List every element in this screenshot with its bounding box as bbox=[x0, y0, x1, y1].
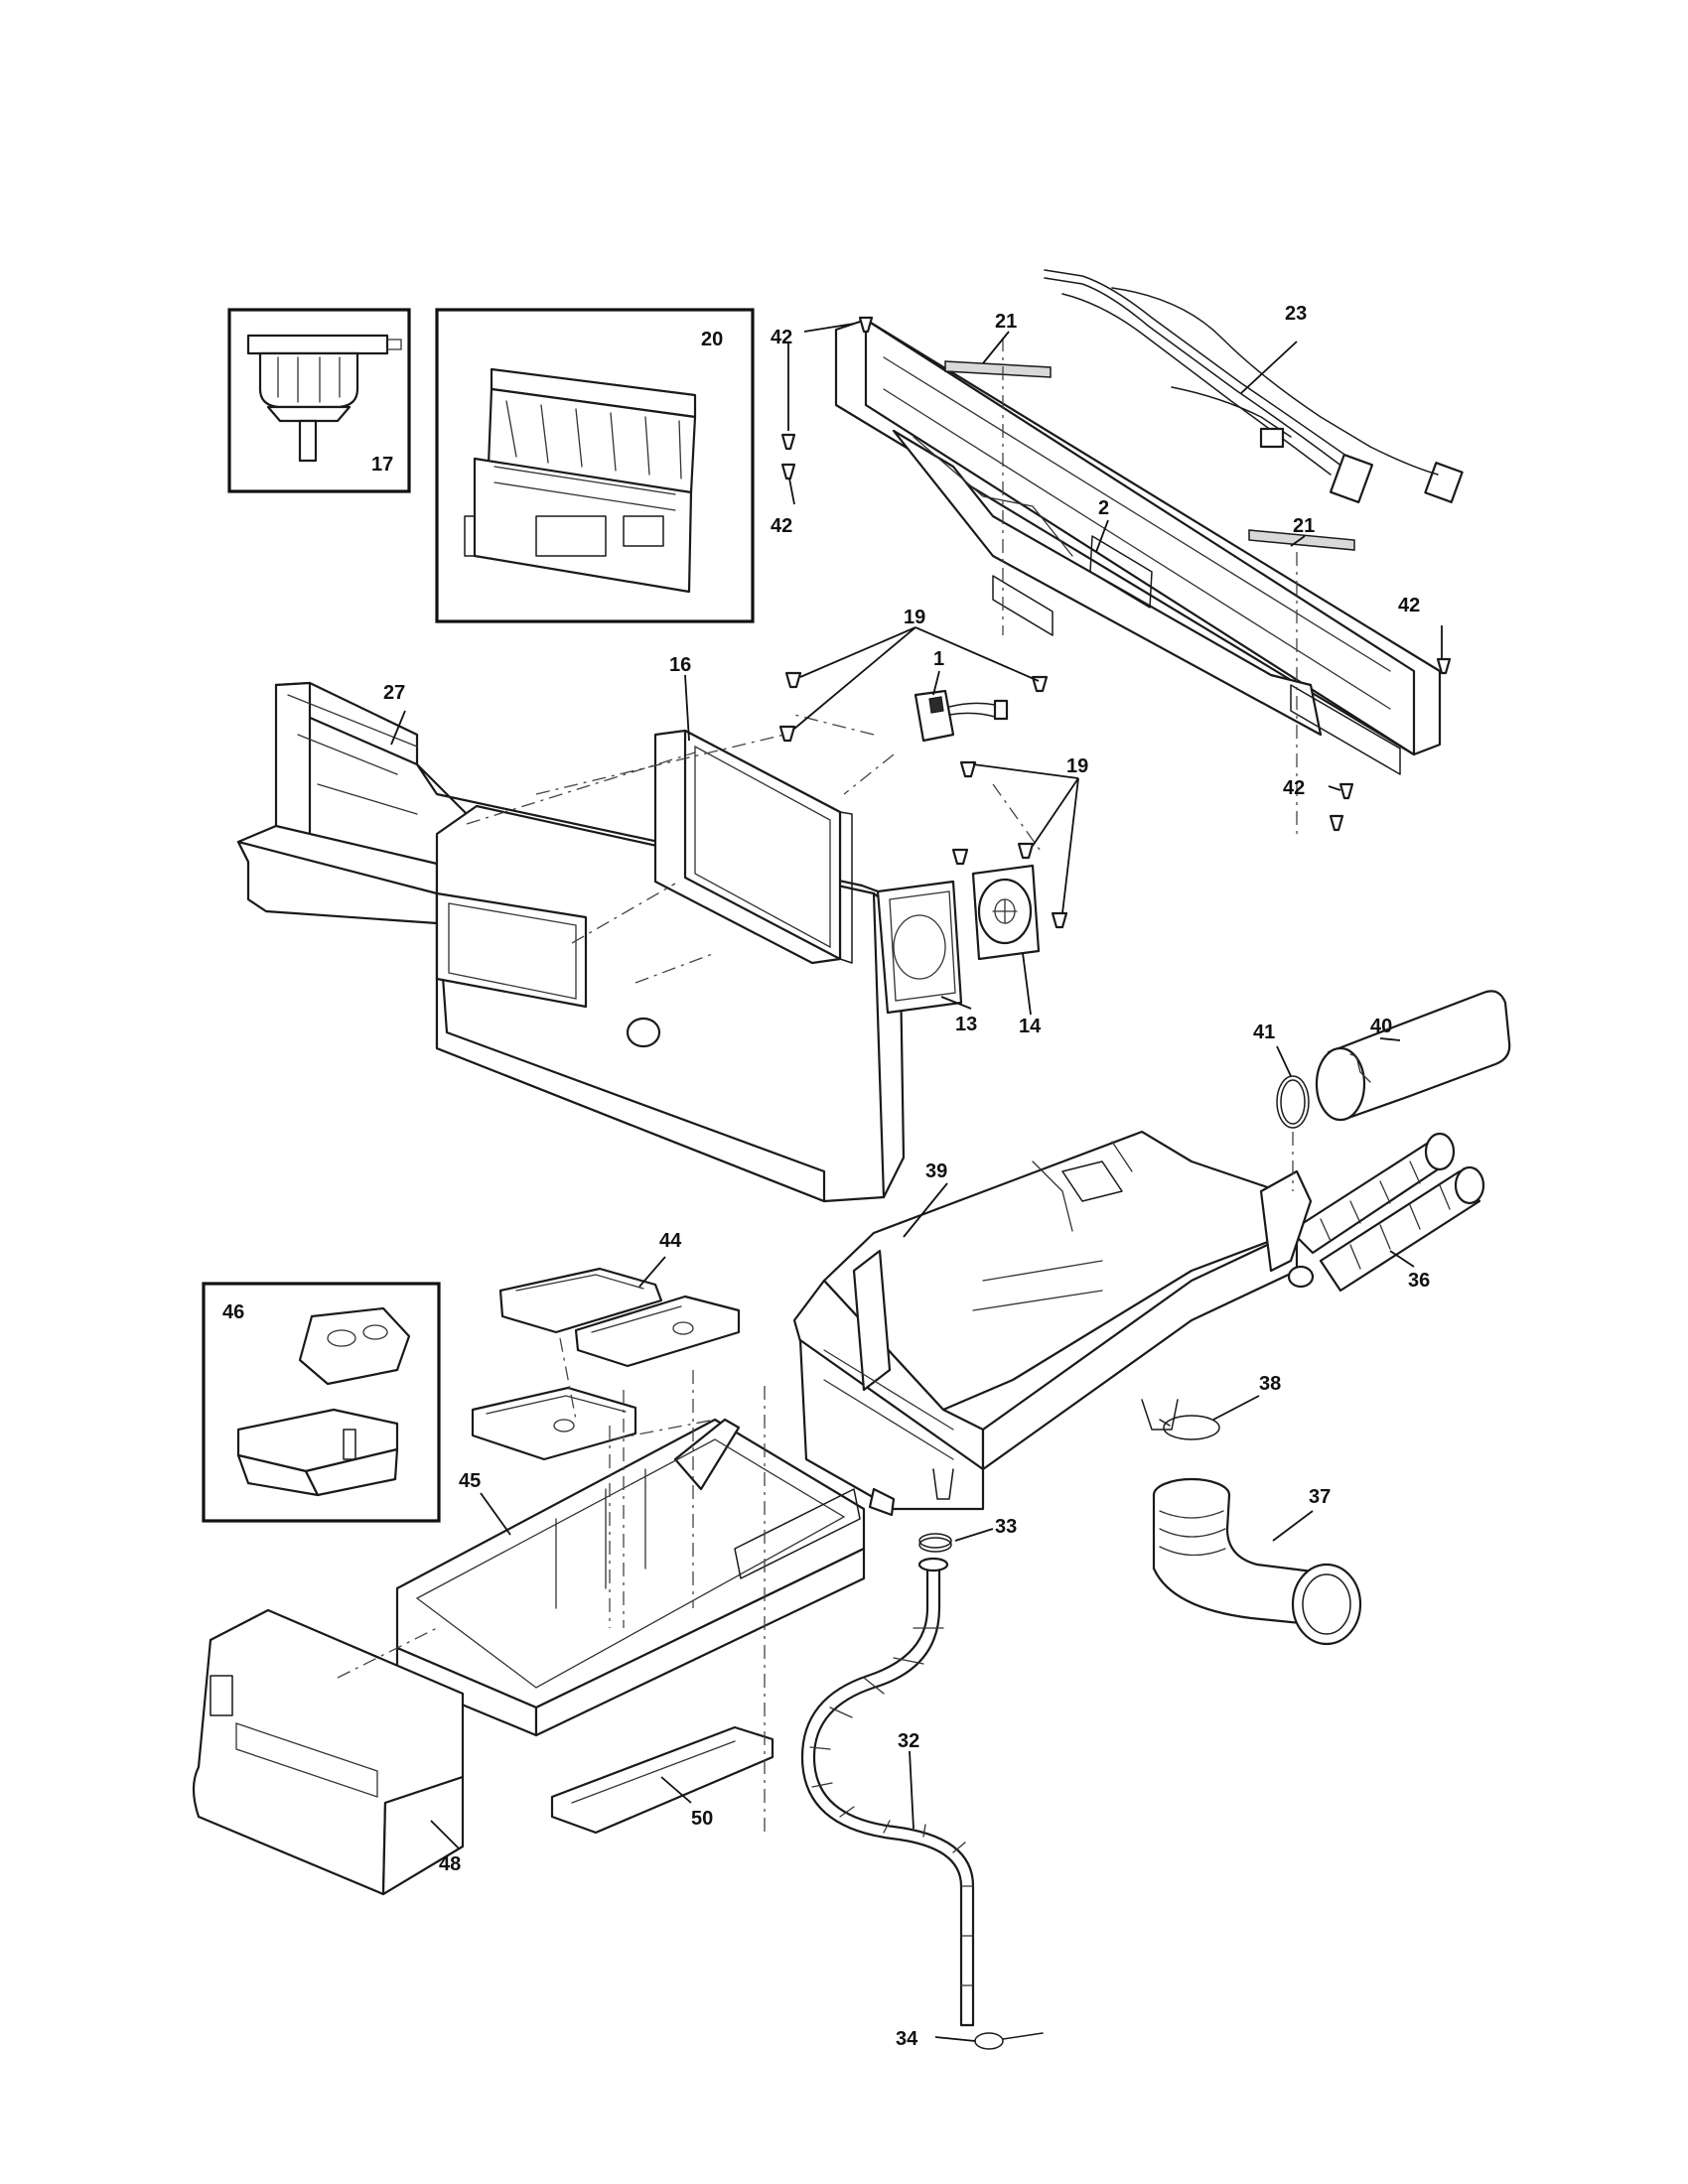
callout-42-right: 42 bbox=[1398, 595, 1420, 616]
callout-48: 48 bbox=[439, 1853, 461, 1875]
drawer-handle-part bbox=[192, 1608, 465, 1896]
switch-part bbox=[914, 689, 1009, 743]
callout-labels: 1 2 13 14 16 17 19 19 20 21 21 23 27 32 … bbox=[222, 303, 1430, 2050]
display-module-part bbox=[653, 729, 853, 965]
pressure-switch-part bbox=[246, 334, 402, 463]
leader-lines bbox=[390, 323, 1443, 2042]
callout-50: 50 bbox=[691, 1808, 713, 1830]
callout-42-top: 42 bbox=[771, 327, 792, 348]
bleach-cup-part bbox=[236, 1306, 411, 1497]
callout-41: 41 bbox=[1253, 1022, 1275, 1043]
callout-40: 40 bbox=[1370, 1016, 1392, 1037]
callout-39: 39 bbox=[925, 1160, 947, 1182]
callout-17: 17 bbox=[371, 454, 393, 476]
callout-16: 16 bbox=[669, 654, 691, 676]
callout-37: 37 bbox=[1309, 1486, 1331, 1508]
callout-36: 36 bbox=[1408, 1270, 1430, 1292]
dispenser-insert-part bbox=[471, 1267, 741, 1461]
electronic-control-board-part bbox=[464, 367, 697, 594]
hose-clamp-part bbox=[1159, 1415, 1220, 1440]
callout-23: 23 bbox=[1285, 303, 1307, 325]
wire-harness-part bbox=[1044, 269, 1464, 504]
callout-38: 38 bbox=[1259, 1373, 1281, 1395]
callout-42-left: 42 bbox=[771, 515, 792, 537]
callout-14: 14 bbox=[1019, 1016, 1042, 1037]
callout-21-upper: 21 bbox=[995, 311, 1017, 333]
callout-34: 34 bbox=[896, 2028, 918, 2050]
callout-45: 45 bbox=[459, 1470, 481, 1492]
inlet-valve-part bbox=[1259, 1132, 1485, 1293]
filter-tube-part bbox=[1315, 990, 1511, 1122]
callout-27: 27 bbox=[383, 682, 405, 704]
drain-hose-part bbox=[800, 1557, 975, 2027]
inset-box-17 bbox=[227, 308, 411, 493]
inset-box-46 bbox=[202, 1282, 441, 1523]
callout-20: 20 bbox=[701, 329, 723, 350]
speaker-gasket-part bbox=[876, 880, 963, 1015]
inset-box-20 bbox=[435, 308, 755, 623]
o-ring-part bbox=[1276, 1075, 1310, 1129]
dispenser-housing-part bbox=[792, 1130, 1299, 1517]
tape-strip-part bbox=[944, 360, 1355, 551]
spring-clamp-part bbox=[918, 1533, 952, 1553]
callout-42-bottom: 42 bbox=[1283, 777, 1305, 799]
bellows-hose-part bbox=[1152, 1477, 1362, 1646]
callout-19-lower: 19 bbox=[1066, 755, 1088, 777]
callout-2: 2 bbox=[1098, 497, 1109, 519]
callout-46: 46 bbox=[222, 1301, 244, 1323]
callout-13: 13 bbox=[955, 1014, 977, 1035]
console-panel-part bbox=[236, 681, 955, 1203]
drawer-tray-part bbox=[550, 1725, 774, 1835]
callout-19-upper: 19 bbox=[904, 607, 925, 628]
dispenser-drawer-part bbox=[395, 1418, 866, 1737]
callout-33: 33 bbox=[995, 1516, 1017, 1538]
callout-1: 1 bbox=[933, 648, 944, 670]
callout-21-lower: 21 bbox=[1293, 515, 1315, 537]
screw-part bbox=[780, 316, 1452, 832]
hose-clip-part bbox=[974, 2032, 1044, 2050]
callout-44: 44 bbox=[659, 1230, 682, 1252]
callout-32: 32 bbox=[898, 1730, 919, 1752]
speaker-part bbox=[971, 864, 1041, 961]
